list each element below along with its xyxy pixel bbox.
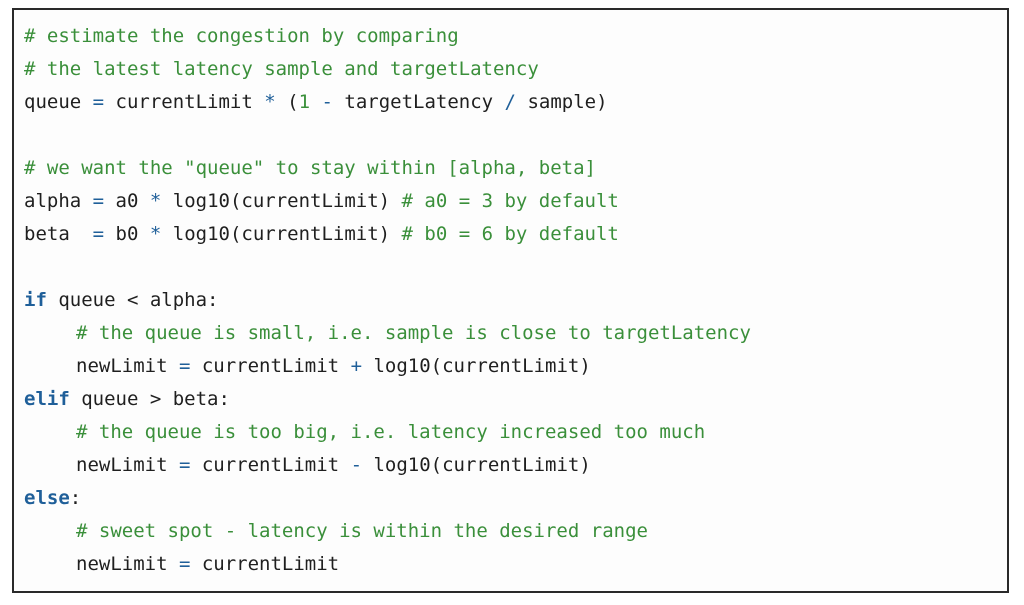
code-text: log10(currentLimit) xyxy=(362,454,591,476)
code-comment: # the queue is too big, i.e. latency inc… xyxy=(76,421,706,443)
code-text: a0 xyxy=(104,190,150,212)
code-line-1: # estimate the congestion by comparing xyxy=(24,20,751,53)
code-line-4 xyxy=(24,119,751,152)
code-operator: * xyxy=(149,223,162,245)
code-text: newLimit xyxy=(76,553,179,575)
code-operator: = xyxy=(92,91,105,113)
code-line-14: newLimit = currentLimit - log10(currentL… xyxy=(24,449,751,482)
code-text: alpha xyxy=(24,190,93,212)
code-text: queue < alpha: xyxy=(46,289,219,311)
code-number: 1 xyxy=(298,91,311,113)
code-text xyxy=(310,91,321,113)
code-keyword: elif xyxy=(24,388,70,410)
code-line-11: newLimit = currentLimit + log10(currentL… xyxy=(24,350,751,383)
code-text: ( xyxy=(275,91,299,113)
code-text: newLimit xyxy=(76,454,179,476)
code-text: newLimit xyxy=(76,355,179,377)
code-line-10: # the queue is small, i.e. sample is clo… xyxy=(24,317,751,350)
code-operator: * xyxy=(149,190,162,212)
code-line-6: alpha = a0 * log10(currentLimit) # a0 = … xyxy=(24,185,751,218)
code-line-16: # sweet spot - latency is within the des… xyxy=(24,515,751,548)
code-text: currentLimit xyxy=(190,553,340,575)
code-text: log10(currentLimit) xyxy=(161,223,402,245)
code-operator: * xyxy=(264,91,276,113)
code-text: queue > beta: xyxy=(69,388,230,410)
code-operator: / xyxy=(504,91,516,113)
code-comment: # b0 = 6 by default xyxy=(401,223,619,245)
code-text: : xyxy=(69,487,82,509)
code-text: currentLimit xyxy=(190,355,351,377)
code-operator: = xyxy=(178,553,191,575)
code-text: beta xyxy=(24,223,93,245)
code-block: # estimate the congestion by comparing #… xyxy=(12,8,1009,593)
code-keyword: if xyxy=(24,289,47,311)
code-text: sample) xyxy=(516,91,608,113)
code-line-2: # the latest latency sample and targetLa… xyxy=(24,53,751,86)
code-keyword: else xyxy=(24,487,70,509)
code-line-3: queue = currentLimit * (1 - targetLatenc… xyxy=(24,86,751,119)
code-line-12: elif queue > beta: xyxy=(24,383,751,416)
code-comment: # sweet spot - latency is within the des… xyxy=(76,520,648,542)
code-text: log10(currentLimit) xyxy=(362,355,591,377)
code-line-5: # we want the "queue" to stay within [al… xyxy=(24,152,751,185)
code-line-13: # the queue is too big, i.e. latency inc… xyxy=(24,416,751,449)
code-line-7: beta = b0 * log10(currentLimit) # b0 = 6… xyxy=(24,218,751,251)
code-comment: # we want the "queue" to stay within [al… xyxy=(24,157,596,179)
code-operator: = xyxy=(178,454,191,476)
code-line-9: if queue < alpha: xyxy=(24,284,751,317)
code-operator: - xyxy=(321,91,333,113)
code-line-8 xyxy=(24,251,751,284)
code-text: b0 xyxy=(104,223,150,245)
code-operator: = xyxy=(92,190,105,212)
code-comment: # the latest latency sample and targetLa… xyxy=(24,58,539,80)
code-operator: = xyxy=(178,355,191,377)
code-lines: # estimate the congestion by comparing #… xyxy=(24,20,751,581)
code-text: log10(currentLimit) xyxy=(161,190,402,212)
code-text: queue xyxy=(24,91,93,113)
code-comment: # the queue is small, i.e. sample is clo… xyxy=(76,322,751,344)
code-comment: # estimate the congestion by comparing xyxy=(24,25,459,47)
code-text: currentLimit xyxy=(104,91,265,113)
code-operator: + xyxy=(350,355,363,377)
code-line-17: newLimit = currentLimit xyxy=(24,548,751,581)
code-comment: # a0 = 3 by default xyxy=(401,190,619,212)
code-operator: = xyxy=(92,223,105,245)
code-text: currentLimit xyxy=(190,454,351,476)
code-text: targetLatency xyxy=(332,91,505,113)
code-line-15: else: xyxy=(24,482,751,515)
code-operator: - xyxy=(350,454,363,476)
